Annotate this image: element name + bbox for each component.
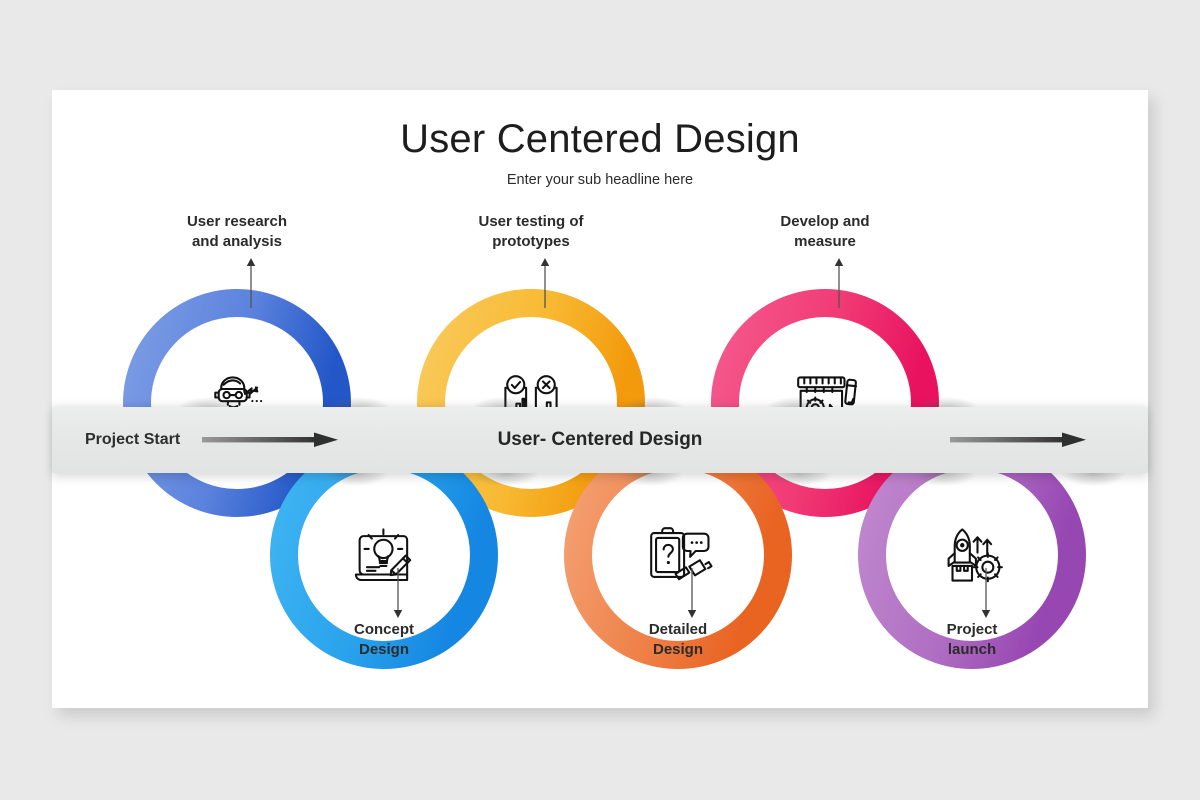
- timeline-band: Project Start User- Centered Design: [52, 407, 1148, 473]
- ring-shape-2: [417, 289, 645, 517]
- page-subtitle: Enter your sub headline here: [506, 172, 694, 188]
- page-title: User Centered Design: [400, 117, 800, 161]
- leader-line-down-4: [393, 568, 403, 618]
- project-start-label: Project Start: [85, 431, 181, 448]
- step-label-1: User research and analysis: [186, 213, 288, 250]
- right-arrow-icon: [950, 432, 1086, 447]
- leader-line-up-2: [540, 258, 550, 308]
- step-label-2: User testing of prototypes: [478, 213, 584, 250]
- step-label-6: Project launch: [946, 621, 998, 658]
- step-label-3: Develop and measure: [780, 213, 870, 250]
- timeline-center-label: User- Centered Design: [497, 429, 703, 450]
- right-arrow-icon: [202, 432, 338, 447]
- clipboard-question-mic-icon: [636, 513, 720, 597]
- leader-line-up-3: [834, 258, 844, 308]
- lightbulb-sketch-icon: [342, 513, 426, 597]
- leader-line-down-6: [981, 568, 991, 618]
- leader-line-up-1: [246, 258, 256, 308]
- step-label-5: Detailed Design: [648, 621, 708, 658]
- leader-line-down-5: [687, 568, 697, 618]
- ring-shape-1: [123, 289, 351, 517]
- ring-shape-3: [711, 289, 939, 517]
- rocket-gear-launch-icon: [930, 513, 1014, 597]
- presentation-slide: User Centered Design Enter your sub head…: [52, 90, 1148, 708]
- step-label-4: Concept Design: [354, 621, 414, 658]
